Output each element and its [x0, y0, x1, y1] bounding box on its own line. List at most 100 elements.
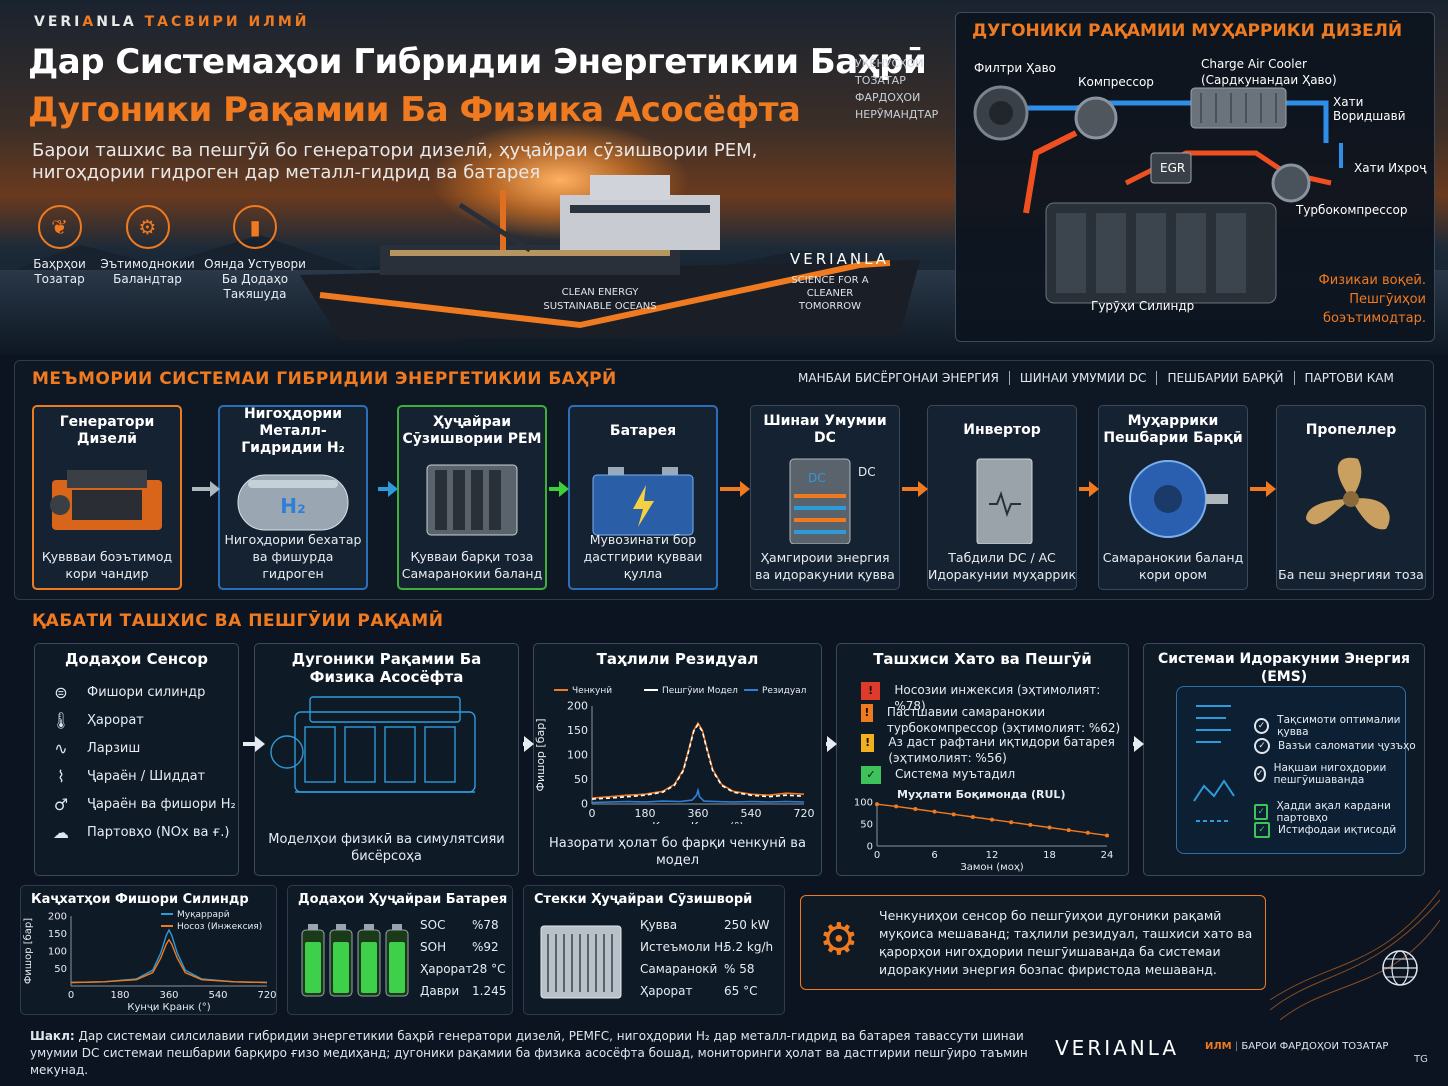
- y-tick-label: 200: [567, 700, 588, 713]
- series-line-2: [591, 787, 805, 804]
- sensor-row: ☁Партовҳо (NOx ва ғ.): [45, 818, 238, 846]
- fault-item: ✓Система муътадил: [861, 766, 1015, 784]
- emissions-icon: ☁: [53, 822, 69, 842]
- rul-title: Муҳлати Боқимонда (RUL): [897, 788, 1065, 801]
- x-tick-label: 6: [931, 850, 937, 861]
- h2-flow-icon: ♂: [53, 794, 69, 814]
- pressure-gauge-icon: ⊜: [54, 682, 68, 702]
- cooler-sub-label: (Сардкунандаи Ҳаво): [1201, 73, 1337, 87]
- engine-diagram: [973, 85, 1343, 304]
- x-tick-label: 24: [1101, 850, 1114, 861]
- data-point: [913, 807, 918, 812]
- card-diesel-generator[interactable]: Генератори Дизелӣ Қуввваи боэътимод кори…: [32, 405, 182, 590]
- flow-arrow: [826, 736, 837, 752]
- thermometer-icon: 🌡: [50, 710, 72, 730]
- flow-arrow: [902, 481, 928, 497]
- architecture-title: МЕЪМОРИИ СИСТЕМАИ ГИБРИДИИ ЭНЕРГЕТИКИИ Б…: [32, 369, 617, 389]
- data-point: [970, 814, 975, 819]
- svg-text:DC: DC: [858, 465, 876, 479]
- card-h2-storage[interactable]: Нигоҳдории Металл-Гидридии H₂ H₂ Нигоҳдо…: [218, 405, 368, 590]
- check-circle-icon: ✓: [1254, 766, 1266, 782]
- data-point: [1105, 833, 1109, 838]
- y-tick-label: 50: [574, 773, 588, 786]
- legend-label: Муқаррарӣ: [177, 910, 230, 920]
- vibration-icon: ∿: [54, 738, 68, 758]
- y-axis-label: Фишор [бар]: [534, 719, 547, 792]
- y-tick-label: 50: [54, 964, 67, 975]
- ems-item: ✓Нақшаи нигоҳдории пешгӯишаванда: [1254, 762, 1387, 786]
- data-point: [1009, 820, 1014, 825]
- data-point: [1047, 825, 1052, 830]
- y-tick-label: 150: [567, 724, 588, 737]
- battery-cells-icon: [301, 924, 409, 997]
- x-tick-label: 0: [68, 990, 74, 1001]
- ship-tagline: SCIENCE FOR A CLEANER TOMORROW: [791, 275, 869, 312]
- card-dc-bus[interactable]: Шинаи Умумии DC DC DC Ҳамгироии энергия …: [750, 405, 900, 590]
- footer-tagline: ИЛМ | БАРОИ ФАРДОҲОИ ТОЗАТАР: [1205, 1041, 1389, 1052]
- brand-logo: VERIANLA ТАСВИРИ ИЛМӢ: [34, 14, 310, 30]
- sensor-row: ⌇Ҷараён / Шиддат: [45, 762, 238, 790]
- alert-red-icon: !: [861, 682, 881, 700]
- card-propeller[interactable]: Пропеллер Ба пеш энергияи тоза: [1276, 405, 1426, 590]
- series-line-0: [591, 721, 805, 799]
- residual-caption: Назорати ҳолат бо фарқи ченкунӣ ва модел: [549, 836, 806, 868]
- globe-icon: [1382, 950, 1418, 986]
- fault-diagnosis-card: Ташхиси Хато ва Пешгӯӣ !Носозии инжексия…: [836, 643, 1129, 876]
- legend-label: Резидуал: [762, 686, 806, 696]
- x-axis-label: Кунҷи Кранк (°): [127, 1002, 210, 1013]
- air-filter-label: Филтри Ҳаво: [974, 61, 1057, 75]
- fault-item: !Носозии инжексия (эҳтимолият: %78): [861, 682, 1128, 714]
- data-point: [990, 817, 994, 822]
- flow-arrow: [549, 481, 569, 497]
- summary-text: Ченкуниҳои сенсор бо пешгӯиҳои дугоники …: [879, 908, 1253, 977]
- card-pem-fuel-cell[interactable]: Ҳуҷайраи Сӯзишвории PEM Қувваи барқи тоз…: [397, 405, 547, 590]
- sensor-row: ♂Ҷараён ва фишори H₂: [45, 790, 238, 818]
- fuel-cell-stack-icon: [540, 925, 622, 999]
- residual-chart: 0180360540720050100150200Кунҷи Кранк (°)…: [534, 686, 815, 824]
- svg-text:DC: DC: [808, 471, 826, 485]
- x-axis-label: Кунҷи Кранк (°): [652, 820, 744, 824]
- card-inverter[interactable]: Инвертор Табдили DC / AC Идоракунии муҳа…: [927, 405, 1077, 590]
- footer-logo: VERIANLA: [1055, 1036, 1180, 1060]
- fault-item: !Пастшавии самаранокии турбокомпрессор (…: [861, 704, 1121, 736]
- figure-caption: Шакл: Дар системаи силсилавии гибридии э…: [30, 1029, 1028, 1077]
- feature-data-future: ▮ Оянда Устувори Ба Додаҳо Такяшуда: [200, 205, 310, 302]
- check-green-icon: ✓: [861, 766, 881, 784]
- hydrogen-tank-icon: H₂: [237, 474, 349, 531]
- leaf-icon: ❦: [37, 205, 82, 249]
- card-battery[interactable]: Батарея Мувозинати бор дастгирии қувваи …: [568, 405, 718, 590]
- check-circle-icon: ✓: [1254, 718, 1270, 734]
- y-axis-label: Фишор [бар]: [23, 918, 34, 984]
- compressor-label: Компрессор: [1078, 75, 1154, 89]
- check-circle-icon: ✓: [1254, 738, 1270, 754]
- ship-side-text: CLEAN ENERGY SUSTAINABLE OCEANS: [543, 287, 657, 312]
- y-tick-label: 150: [48, 929, 67, 940]
- data-point: [932, 809, 937, 814]
- x-tick-label: 540: [208, 990, 227, 1001]
- flow-arrow: [720, 481, 750, 497]
- gear-icon: ⚙: [819, 914, 859, 965]
- flow-arrow: [523, 736, 534, 752]
- fault-item: !Аз даст рафтани иқтидори батарея (эҳтим…: [861, 734, 1121, 766]
- twin-model-caption: Моделҳои физикӣ ва симулятсияи бисёрсоҳа: [268, 832, 505, 864]
- ship-name: VERIANLA: [790, 250, 890, 268]
- alert-orange-icon: !: [861, 704, 873, 722]
- x-axis-label: Замон (моҳ): [960, 862, 1023, 873]
- y-tick-label: 0: [581, 798, 588, 811]
- series-line-1: [70, 938, 268, 984]
- x-tick-label: 360: [688, 807, 709, 820]
- battery-icon: [592, 467, 694, 536]
- feature-reliability: ⚙ Эътимоднокии Баландтар: [100, 205, 195, 287]
- y-tick-label: 200: [48, 911, 67, 922]
- series-line-1: [591, 723, 805, 800]
- card-electric-motor[interactable]: Муҳаррики Пешбарии Барқӣ Самаранокии бал…: [1098, 405, 1248, 590]
- flow-arrow: [192, 481, 220, 497]
- x-tick-label: 360: [159, 990, 178, 1001]
- sensor-row: ∿Ларзиш: [45, 734, 238, 762]
